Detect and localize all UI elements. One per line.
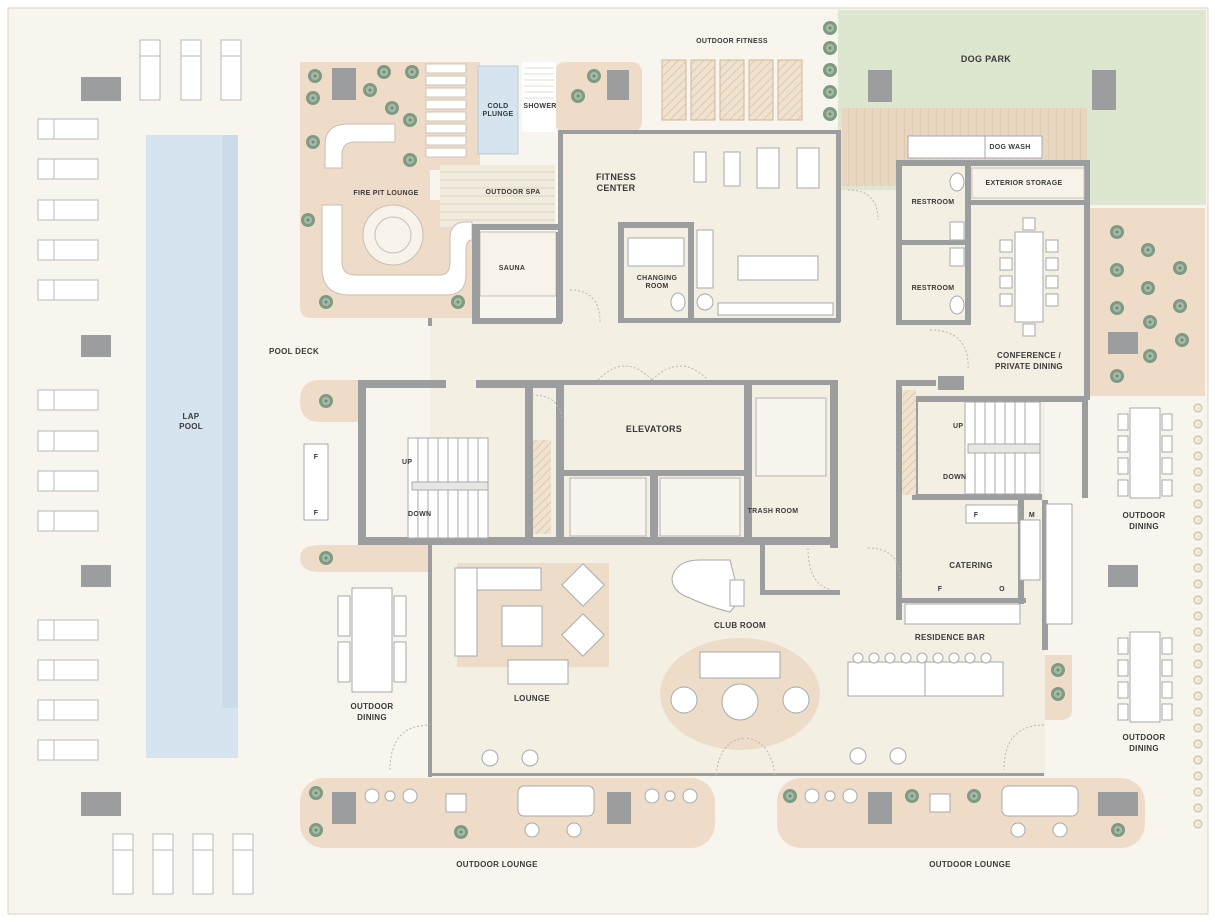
cold-plunge [477, 65, 519, 155]
label-cold-plunge-2: PLUNGE [483, 111, 514, 118]
west-alcove-patio-bottom [300, 545, 430, 572]
label-stair-right-up: UP [953, 423, 963, 430]
label-trash-room: TRASH ROOM [748, 508, 799, 515]
label-catering: CATERING [949, 561, 993, 570]
east-bollards [1193, 403, 1203, 829]
room-labels: LAP POOL POOL DECK FIRE PIT LOUNGE COLD … [179, 38, 1165, 869]
stair-labels: UP DOWN UP DOWN [402, 423, 966, 518]
label-catering-o: O [999, 586, 1005, 593]
label-outdoor-dining-right-top-2: DINING [1129, 522, 1159, 531]
stair-right [964, 401, 1041, 495]
label-changing-room: CHANGING [637, 275, 678, 282]
sauna [479, 231, 557, 297]
changing-room-fixtures [627, 237, 714, 312]
label-outdoor-fitness: OUTDOOR FITNESS [696, 38, 768, 45]
label-outdoor-lounge-right: OUTDOOR LOUNGE [929, 860, 1011, 869]
label-dog-wash: DOG WASH [989, 144, 1030, 151]
label-outdoor-dining-right-bottom: OUTDOOR [1123, 733, 1166, 742]
label-cold-plunge: COLD [487, 103, 508, 110]
label-catering-f: F [974, 512, 979, 519]
restroom-fixtures [949, 172, 965, 315]
shower-area [522, 62, 556, 132]
label-conference: CONFERENCE / [997, 351, 1062, 360]
label-outdoor-dining-right-top: OUTDOOR [1123, 511, 1166, 520]
label-stair-left-down: DOWN [408, 511, 431, 518]
label-elevators: ELEVATORS [626, 424, 682, 434]
label-conference-2: PRIVATE DINING [995, 362, 1063, 371]
label-exterior-storage: EXTERIOR STORAGE [985, 180, 1062, 187]
label-pool-deck: POOL DECK [269, 347, 319, 356]
grand-piano [671, 559, 741, 613]
lap-pool-step [222, 135, 238, 708]
label-outdoor-lounge-left: OUTDOOR LOUNGE [456, 860, 538, 869]
label-residence-bar: RESIDENCE BAR [915, 633, 985, 642]
label-stair-left-up: UP [402, 459, 412, 466]
label-catering-m: M [1029, 512, 1035, 519]
residence-bar [847, 652, 1004, 697]
fire-pit-deck-slats [425, 63, 467, 158]
label-outdoor-dining-right-bottom-2: DINING [1129, 744, 1159, 753]
outdoor-lounge-right-patio [777, 778, 1145, 848]
label-changing-room-2: ROOM [646, 283, 669, 290]
label-lap-pool-2: POOL [179, 422, 203, 431]
outdoor-spa-step-lines [440, 171, 555, 221]
stair-right-hatch [902, 390, 916, 495]
label-stair-right-down: DOWN [943, 474, 966, 481]
outdoor-lounge-furniture [364, 747, 1079, 838]
outdoor-lounge-left-patio [300, 778, 715, 848]
fire-pit-upper-bench [324, 123, 396, 169]
label-outdoor-dining-left: OUTDOOR [351, 702, 394, 711]
shower-grate [524, 67, 554, 99]
catering-counters [904, 504, 1041, 625]
dog-wash [907, 135, 1043, 159]
bar-back-counter [1045, 503, 1073, 625]
fire-pit-inner [374, 216, 412, 254]
label-club-room: CLUB ROOM [714, 621, 766, 630]
club-room-seating [670, 651, 810, 721]
elevator-cars [569, 397, 827, 537]
label-fridge-bottom: F [314, 510, 319, 517]
outdoor-dining-tables [303, 407, 1173, 723]
exterior-storage [971, 167, 1085, 199]
label-lap-pool: LAP [183, 412, 200, 421]
fixture-labels: F F F M F O [314, 454, 1035, 593]
label-fridge-top: F [314, 454, 319, 461]
walls [358, 130, 1090, 777]
outdoor-fitness-mats [661, 59, 803, 121]
label-fire-pit-lounge: FIRE PIT LOUNGE [353, 190, 418, 197]
label-lounge: LOUNGE [514, 694, 550, 703]
door-swings [389, 189, 1045, 776]
label-outdoor-spa: OUTDOOR SPA [486, 189, 541, 196]
label-outdoor-dining-left-2: DINING [357, 713, 387, 722]
label-shower: SHOWER [523, 103, 556, 110]
label-sauna: SAUNA [499, 265, 525, 272]
conference-table [999, 217, 1059, 337]
label-catering-f2: F [938, 586, 943, 593]
label-fitness-center: FITNESS [596, 172, 636, 182]
dark-planters [81, 68, 1138, 824]
label-fitness-center-2: CENTER [597, 183, 636, 193]
lounge-furniture [454, 563, 605, 685]
stair-left [407, 437, 489, 539]
label-restroom-bottom: RESTROOM [912, 285, 955, 292]
label-restroom-top: RESTROOM [912, 199, 955, 206]
fitness-equipment [693, 147, 834, 316]
label-dog-park: DOG PARK [961, 54, 1011, 64]
fire-pit [362, 204, 424, 266]
fire-pit-lower-bench [321, 204, 473, 296]
elevator-shaft-hatch [533, 440, 551, 534]
piano-bench [729, 579, 745, 607]
east-planter-patio [1090, 208, 1205, 396]
